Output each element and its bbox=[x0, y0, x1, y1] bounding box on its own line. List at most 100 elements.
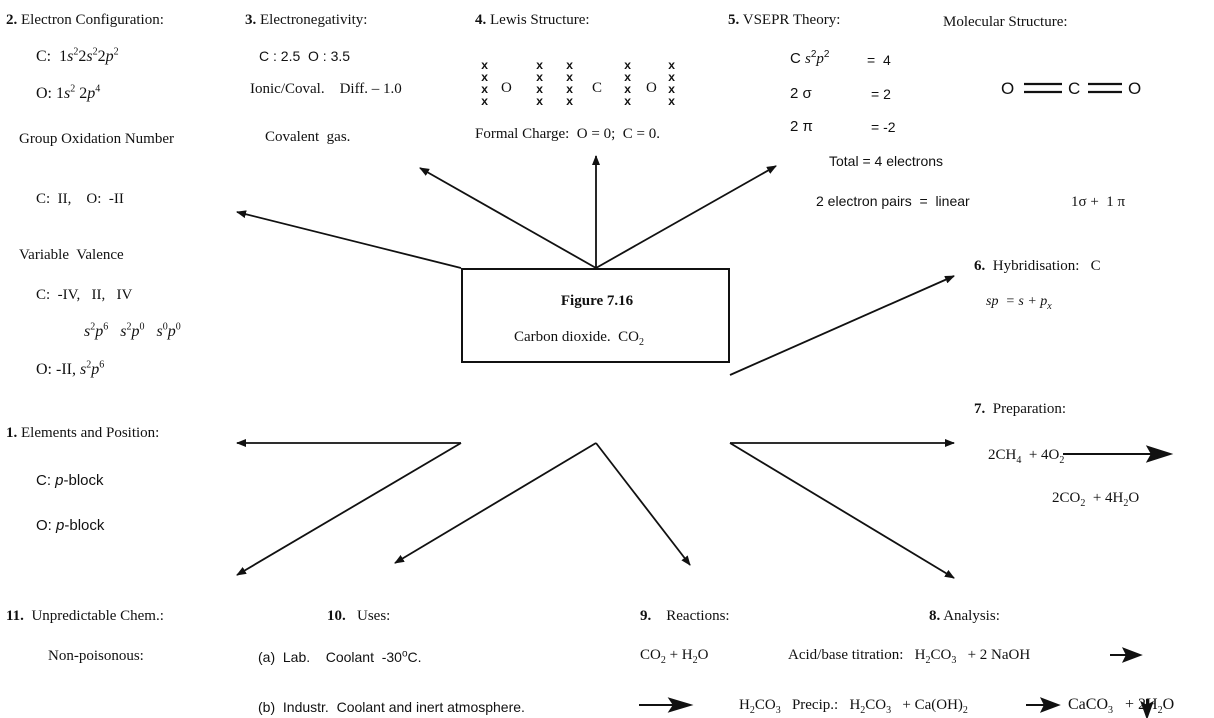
lewis-atom-o1: O bbox=[501, 80, 512, 96]
s4-heading-text: Lewis Structure: bbox=[490, 12, 590, 28]
s10-industrial: (b) Industr. Coolant and inert atmospher… bbox=[258, 698, 525, 716]
s8-heading: 8. Analysis: bbox=[929, 607, 1000, 625]
arrow-to-electron-config bbox=[236, 210, 462, 269]
arrow-to-vsepr bbox=[595, 165, 777, 269]
arrow-to-unpredictable bbox=[236, 442, 462, 576]
s10-heading: 10. Uses: bbox=[327, 607, 390, 625]
s10-ind-text: Coolant and inert atmosphere. bbox=[336, 699, 525, 715]
s3-heading-num: 3. bbox=[245, 12, 257, 28]
s5-row1: C s2p2 bbox=[790, 49, 830, 68]
s2-o-config: O: 1s2 2p4 bbox=[36, 83, 101, 102]
arrow-to-reactions bbox=[595, 442, 691, 566]
figure-subtitle-text: Carbon dioxide. bbox=[514, 329, 611, 345]
s2-vv-o-text: O: -II, bbox=[36, 361, 76, 378]
s6-heading: 6. Hybridisation: C bbox=[974, 257, 1101, 275]
s2-o-label: O: bbox=[36, 85, 52, 102]
s10-heading-text: Uses: bbox=[357, 608, 391, 624]
s1-c-block: C: p-block bbox=[36, 472, 104, 490]
s1-o-post: -block bbox=[64, 517, 105, 534]
ms-atom-o2: O bbox=[1128, 79, 1142, 98]
figure-subtitle: Carbon dioxide. CO2 bbox=[514, 328, 644, 348]
s8-titration-label: Acid/base titration: bbox=[788, 647, 904, 663]
s9-heading: 9. Reactions: bbox=[640, 607, 730, 625]
center-figure-box bbox=[461, 268, 730, 363]
s3-heading: 3. Electronegativity: bbox=[245, 11, 367, 29]
s11-heading-text: Unpredictable Chem.: bbox=[31, 608, 164, 624]
s1-o-pre: O: bbox=[36, 517, 52, 534]
s10-lab-pre: (a) Lab. bbox=[258, 649, 311, 665]
s5-heading: 5. VSEPR Theory: bbox=[728, 11, 840, 29]
s5-pairs: 2 electron pairs = linear bbox=[816, 193, 970, 209]
s2-vv-heading: Variable Valence bbox=[19, 247, 124, 263]
s1-c-pre: C: bbox=[36, 472, 51, 489]
s8-precip-products: CaCO3 + 2H2O bbox=[1068, 696, 1175, 717]
s11-line1: Non-poisonous: bbox=[48, 648, 144, 664]
s2-gon-values: C: II, O: -II bbox=[36, 191, 124, 207]
s10-lab-text: Coolant -30 bbox=[325, 649, 402, 665]
s5-row3-value: = -2 bbox=[871, 119, 896, 135]
s7-heading-text: Preparation: bbox=[992, 401, 1067, 417]
s5-row3-label: 2 π bbox=[790, 118, 813, 135]
s2-c-label: C: bbox=[36, 48, 52, 65]
s2-vv-configs: s2p6 s2p0 s0p0 bbox=[84, 321, 181, 340]
s8-heading-text: Analysis: bbox=[943, 608, 1000, 624]
s5-heading-num: 5. bbox=[728, 12, 740, 28]
s2-heading-num: 2. bbox=[6, 12, 18, 28]
s10-ind-pre: (b) Industr. bbox=[258, 699, 329, 715]
s5-row1-label: C bbox=[790, 50, 801, 67]
s5-bonds: 1σ + 1 π bbox=[1071, 194, 1126, 210]
s7-reactants: 2CH4 + 4O2 bbox=[988, 447, 1065, 466]
s4-formal-charge: Formal Charge: O = 0; C = 0. bbox=[475, 126, 660, 142]
lewis-atom-c: C bbox=[592, 80, 603, 96]
figure-formula: CO bbox=[618, 329, 639, 345]
s11-heading: 11. Unpredictable Chem.: bbox=[6, 607, 164, 625]
s5-row2-value: = 2 bbox=[871, 86, 891, 102]
arrow-to-hybridisation bbox=[729, 275, 955, 376]
s3-line2a: Ionic/Coval. bbox=[250, 81, 325, 97]
s9-heading-text: Reactions: bbox=[666, 608, 730, 624]
s8-heading-num: 8. bbox=[929, 608, 941, 624]
s4-heading: 4. Lewis Structure: bbox=[475, 11, 590, 29]
s8-precip: H2CO3 Precip.: H2CO3 + Ca(OH)2 bbox=[739, 697, 968, 716]
s3-line3: Covalent gas. bbox=[265, 129, 351, 145]
s6-sp-hybrid: sp = s + px bbox=[986, 294, 1052, 312]
s2-vv-o: O: -II, s2p6 bbox=[36, 359, 105, 378]
s6-heading-num: 6. bbox=[974, 258, 986, 274]
s1-o-block: O: p-block bbox=[36, 517, 104, 535]
s1-heading: 1. Elements and Position: bbox=[6, 424, 159, 442]
s1-heading-text: Elements and Position: bbox=[21, 425, 160, 441]
s5-heading-text: VSEPR Theory: bbox=[742, 12, 841, 28]
s3-line2b: Diff. – 1.0 bbox=[339, 81, 402, 97]
s6-element: C bbox=[1090, 258, 1101, 274]
s1-heading-num: 1. bbox=[6, 425, 18, 441]
s1-o-block-letter: p bbox=[56, 517, 65, 534]
s9-heading-num: 9. bbox=[640, 608, 652, 624]
s11-heading-num: 11. bbox=[6, 608, 24, 624]
lewis-atom-o2: O bbox=[646, 80, 657, 96]
arrow-to-analysis bbox=[729, 442, 955, 579]
s2-c-config: C: 1s22s22p2 bbox=[36, 46, 119, 65]
s3-heading-text: Electronegativity: bbox=[260, 12, 368, 28]
s4-heading-num: 4. bbox=[475, 12, 487, 28]
figure-formula-sub: 2 bbox=[639, 337, 644, 348]
s9-reactants: CO2 + H2O bbox=[640, 647, 709, 666]
s7-heading: 7. Preparation: bbox=[974, 400, 1066, 418]
s8-precip-label: Precip.: bbox=[791, 697, 839, 713]
s1-c-block-letter: p bbox=[55, 472, 64, 489]
s8-titration: Acid/base titration: H2CO3 + 2 NaOH bbox=[788, 647, 1031, 666]
s3-line1: C : 2.5 O : 3.5 bbox=[259, 48, 351, 64]
arrow-to-uses bbox=[394, 442, 597, 564]
ms-atom-o1: O bbox=[1001, 79, 1015, 98]
s7-heading-num: 7. bbox=[974, 401, 986, 417]
s2-heading: 2. Electron Configuration: bbox=[6, 11, 164, 29]
figure-title: Figure 7.16 bbox=[560, 293, 634, 309]
s2-gon-heading: Group Oxidation Number bbox=[19, 131, 174, 147]
arrow-to-electronegativity bbox=[419, 167, 597, 269]
s10-lab: (a) Lab. Coolant -30oC. bbox=[258, 648, 422, 665]
